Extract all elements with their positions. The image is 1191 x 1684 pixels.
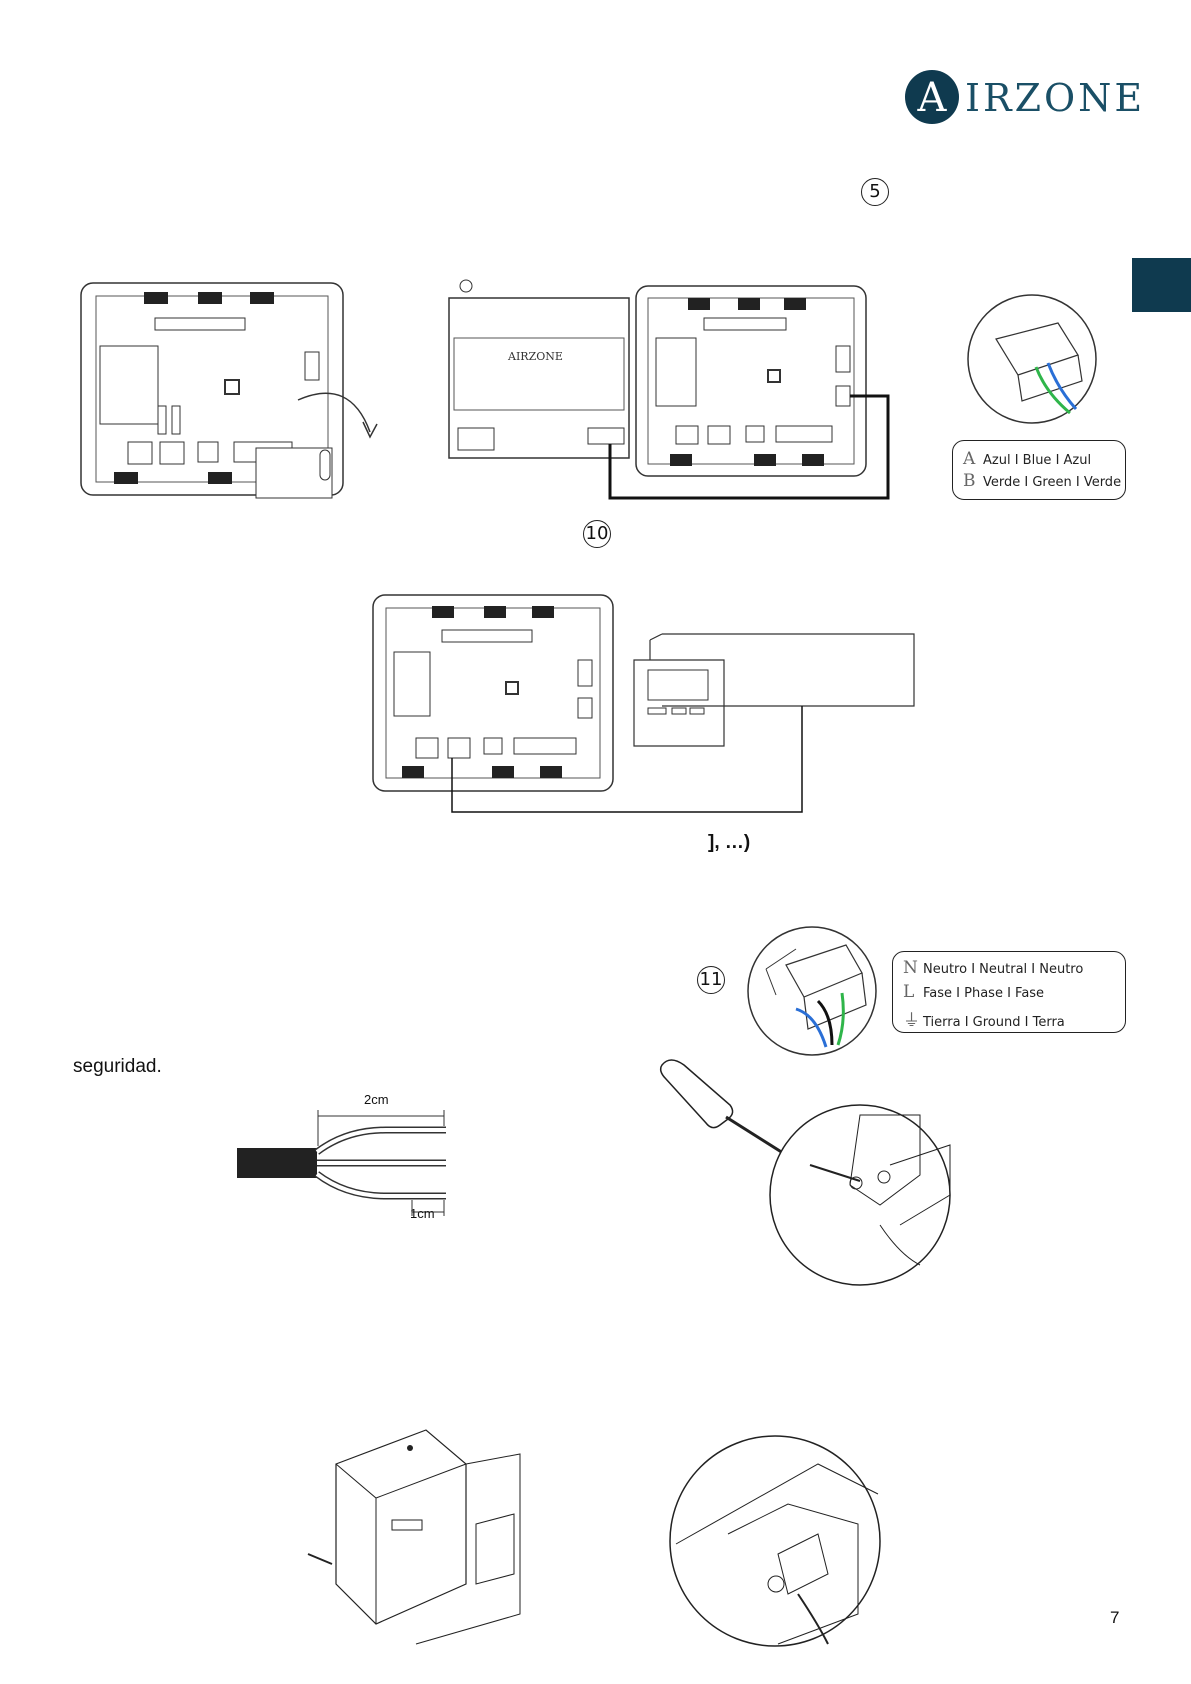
module-mounting-figure (306, 1424, 526, 1644)
page-number: 7 (1110, 1608, 1119, 1628)
mounted-module-zoom (668, 1434, 882, 1648)
legend-label-n: Neutro I Neutral I Neutro (923, 962, 1083, 977)
ground-icon: ⏚ (903, 1006, 923, 1031)
legend-label-b: Verde I Green I Verde (983, 475, 1121, 490)
step-marker-10: 10 (583, 520, 611, 548)
logo-initial: A (905, 70, 959, 124)
power-terminal-zoom (746, 925, 878, 1057)
section-tab (1132, 258, 1191, 312)
board-with-module-figure (80, 282, 350, 502)
legend-symbol-l: L (903, 982, 923, 1002)
legend-symbol-n: N (903, 958, 923, 978)
legend-symbol-a: A (963, 449, 983, 469)
airzone-logo: A IRZONE (905, 70, 1120, 130)
legend-label-l: Fase I Phase I Fase (923, 986, 1044, 1001)
legend-label-ground: Tierra I Ground I Terra (923, 1015, 1065, 1030)
legend-row-ground: ⏚Tierra I Ground I Terra (903, 1006, 1065, 1031)
device-brand-label: AIRZONE (507, 350, 563, 363)
dim-label-bottom: 1cm (410, 1206, 435, 1221)
instruction-fragment: ], …) (708, 832, 750, 854)
step-marker-5: 5 (861, 178, 889, 206)
board-to-indoor-unit-figure (372, 594, 924, 816)
legend-label-a: Azul I Blue I Azul (983, 453, 1091, 468)
logo-text: IRZONE (965, 76, 1145, 120)
body-text-seguridad: seguridad. (73, 1056, 162, 1078)
legend-symbol-b: B (963, 471, 983, 491)
step-marker-11: 11 (697, 966, 725, 994)
bus-terminal-zoom (966, 293, 1098, 425)
module-connected-to-board-figure: AIRZONE (448, 278, 898, 503)
screwdriver-tightening-figure (660, 1055, 950, 1275)
dim-label-top: 2cm (364, 1092, 389, 1107)
